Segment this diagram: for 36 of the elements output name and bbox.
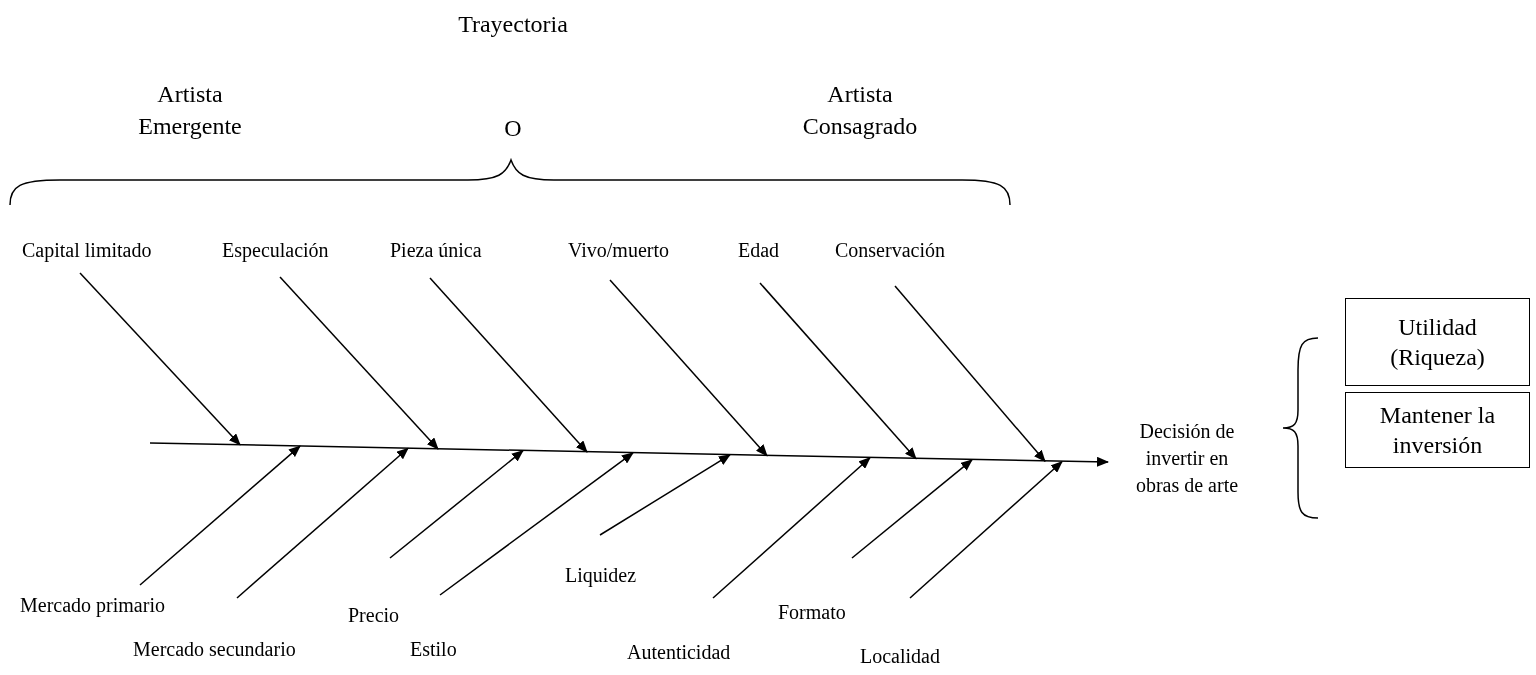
cause-label: Vivo/muerto [568,238,669,262]
arrow [389,449,524,559]
cause-label: Formato [778,600,846,624]
cause-label: Capital limitado [22,238,152,262]
arrow [851,459,973,559]
effect-label: Decisión de invertir en obras de arte [1122,418,1252,499]
arrow [79,272,241,446]
arrow [279,276,439,450]
group-label: Artista Consagrado [801,80,919,141]
cause-label: Mercado primario [20,593,165,617]
arrow [894,285,1046,463]
cause-label: Especulación [222,238,329,262]
result-box: Utilidad (Riqueza) [1345,298,1530,386]
cause-label: Mercado secundario [133,637,296,661]
arrow [429,277,588,453]
arrow [599,454,731,536]
group-label: O [503,114,523,143]
arrow [139,445,301,586]
cause-label: Estilo [410,637,457,661]
cause-label: Pieza única [390,238,482,262]
cause-label: Liquidez [565,563,637,587]
result-box: Mantener la inversión [1345,392,1530,468]
spine-arrow [149,442,1109,467]
cause-label: Autenticidad [627,640,731,664]
heading-label: Trayectoria [457,10,569,39]
arrow [236,447,409,599]
arrow [609,279,768,457]
arrow [439,452,634,596]
cause-label: Conservación [835,238,945,262]
cause-label: Localidad [860,644,940,668]
arrow [759,282,917,460]
cause-label: Precio [348,603,400,627]
arrow [712,457,871,599]
cause-label: Edad [738,238,780,262]
group-label: Artista Emergente [137,80,243,141]
arrow [909,460,1063,599]
